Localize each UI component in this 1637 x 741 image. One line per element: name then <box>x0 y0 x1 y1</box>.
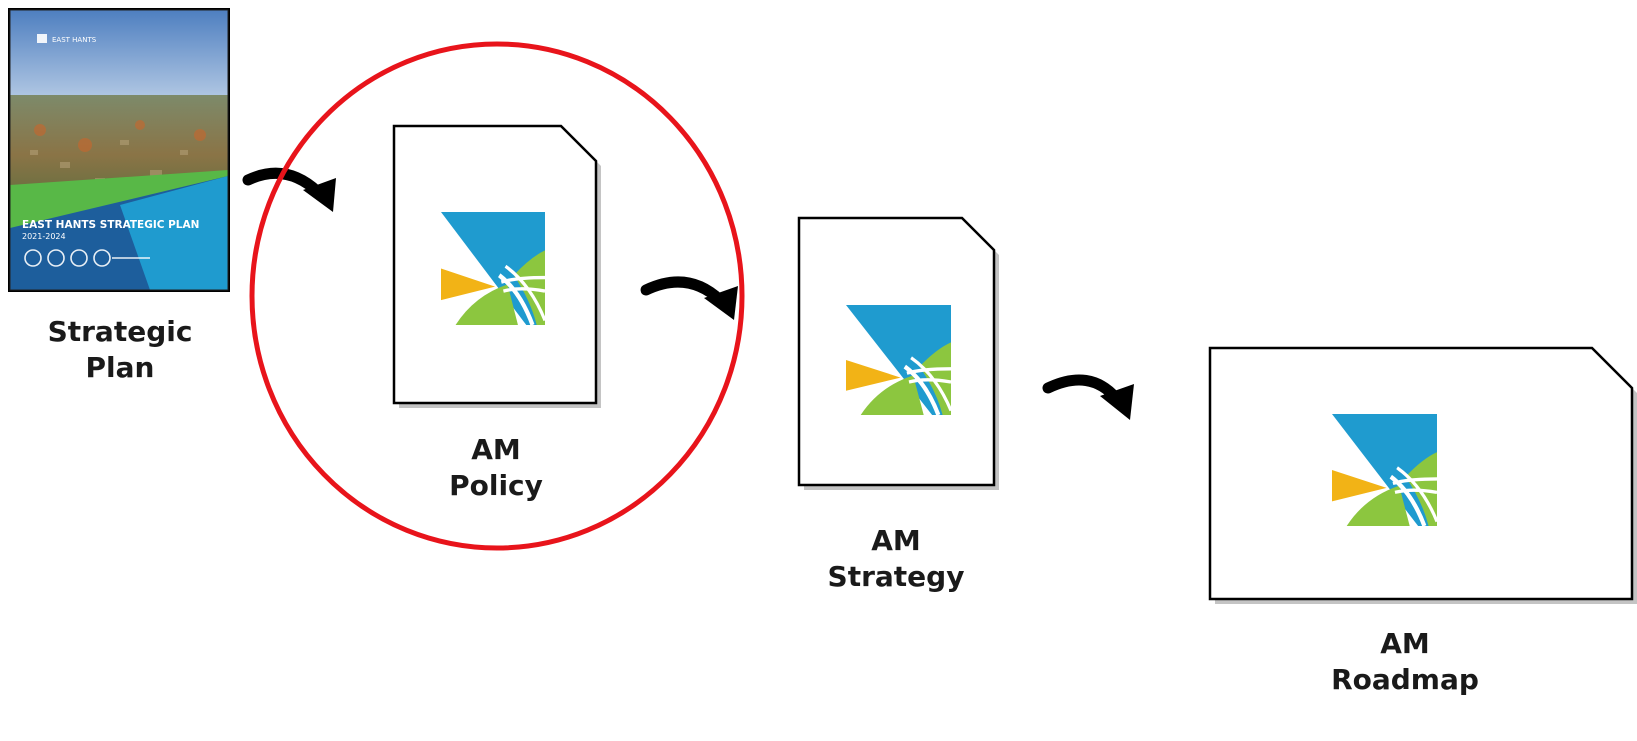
label-strategic-plan: Strategic Plan <box>20 314 220 386</box>
cover-title: EAST HANTS STRATEGIC PLAN <box>22 219 199 231</box>
label-line2: Plan <box>85 350 155 384</box>
am-policy-document <box>392 124 601 408</box>
label-line2: Roadmap <box>1331 662 1479 696</box>
curved-arrow-icon <box>242 167 336 212</box>
strategic-plan-cover: EAST HANTS EAST HANTS STRATEGIC PLAN 202… <box>8 8 230 292</box>
cover-pillar-icons <box>24 249 150 267</box>
cover-brand-icon <box>37 34 47 43</box>
highlight-circle <box>249 41 745 551</box>
label-line1: AM <box>871 524 921 557</box>
label-line2: Strategy <box>827 559 965 593</box>
cover-brand: EAST HANTS <box>52 36 97 44</box>
label-am-roadmap: AM Roadmap <box>1305 626 1505 698</box>
label-line1: Strategic <box>47 315 193 348</box>
label-line1: AM <box>471 433 521 466</box>
am-roadmap-document <box>1208 346 1637 604</box>
cover-years: 2021-2024 <box>22 232 66 241</box>
am-strategy-document <box>797 216 999 490</box>
curved-arrow-icon <box>640 276 738 320</box>
label-line1: AM <box>1380 627 1430 660</box>
label-line2: Policy <box>449 468 543 502</box>
label-am-strategy: AM Strategy <box>796 523 996 595</box>
curved-arrow-icon <box>1042 374 1134 420</box>
label-am-policy: AM Policy <box>396 432 596 504</box>
